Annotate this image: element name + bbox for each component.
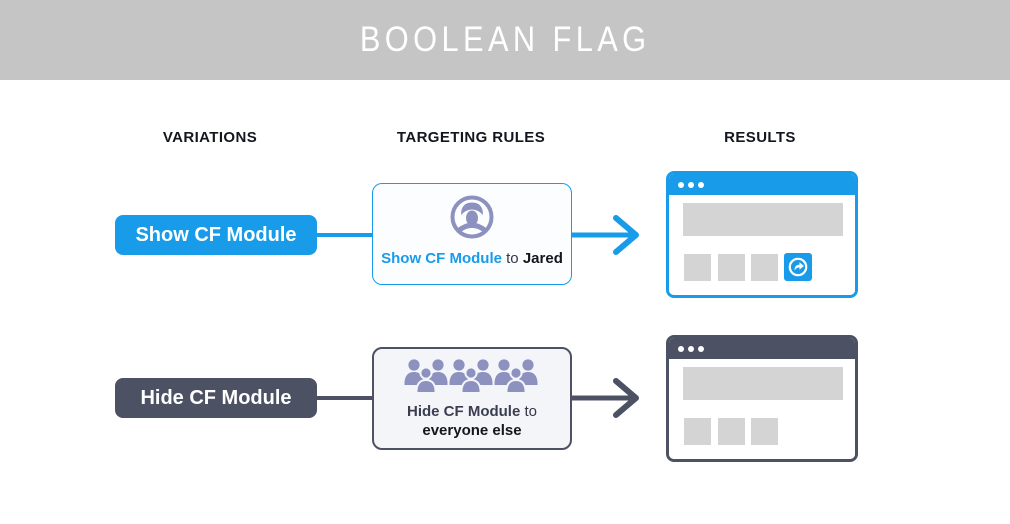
window-body (669, 359, 855, 459)
rule-text: Show CF Module to Jared (381, 249, 563, 268)
connector-line (317, 396, 372, 400)
rule-text: Hide CF Module to everyone else (407, 402, 537, 440)
window-dot-icon (698, 181, 704, 188)
cf-module-chat-icon (784, 253, 812, 281)
rule-target: Jared (522, 250, 563, 267)
window-body (669, 195, 855, 295)
window-header (669, 338, 855, 359)
content-placeholder-banner (683, 367, 843, 400)
rule-target: everyone else (422, 422, 522, 439)
window-header (669, 174, 855, 195)
window-dot-icon (678, 345, 684, 352)
column-header-results: RESULTS (724, 129, 796, 146)
content-placeholder-square (684, 254, 711, 281)
rule-flag-name: Show CF Module (381, 250, 502, 267)
rule-to-word: to (524, 403, 537, 420)
window-dot-icon (698, 345, 704, 352)
content-placeholder-square (751, 418, 778, 445)
arrow-right-icon (570, 375, 650, 421)
content-placeholder-square (718, 254, 745, 281)
arrow-right-icon (570, 212, 650, 258)
browser-window-hide (666, 335, 858, 462)
targeting-rule-card-show: Show CF Module to Jared (372, 183, 572, 285)
variation-show-button: Show CF Module (115, 215, 317, 255)
banner: BOOLEAN FLAG (0, 0, 1010, 80)
column-header-variations: VARIATIONS (162, 129, 258, 146)
window-dot-icon (688, 181, 694, 188)
content-placeholder-square (751, 254, 778, 281)
column-header-targeting-rules: TARGETING RULES (396, 129, 546, 146)
page-title: BOOLEAN FLAG (359, 20, 651, 59)
content-placeholder-square (684, 418, 711, 445)
crowd-icon (404, 358, 540, 398)
rule-flag-name: Hide CF Module (406, 403, 521, 420)
content-placeholder-square (718, 418, 745, 445)
browser-window-show (666, 171, 858, 298)
connector-line (317, 233, 372, 237)
variation-hide-button: Hide CF Module (115, 378, 317, 418)
user-circle-icon (448, 193, 496, 241)
targeting-rule-card-hide: Hide CF Module to everyone else (372, 347, 572, 450)
content-placeholder-banner (683, 203, 843, 236)
rule-to-word: to (506, 250, 519, 267)
window-dot-icon (678, 181, 684, 188)
window-dot-icon (688, 345, 694, 352)
